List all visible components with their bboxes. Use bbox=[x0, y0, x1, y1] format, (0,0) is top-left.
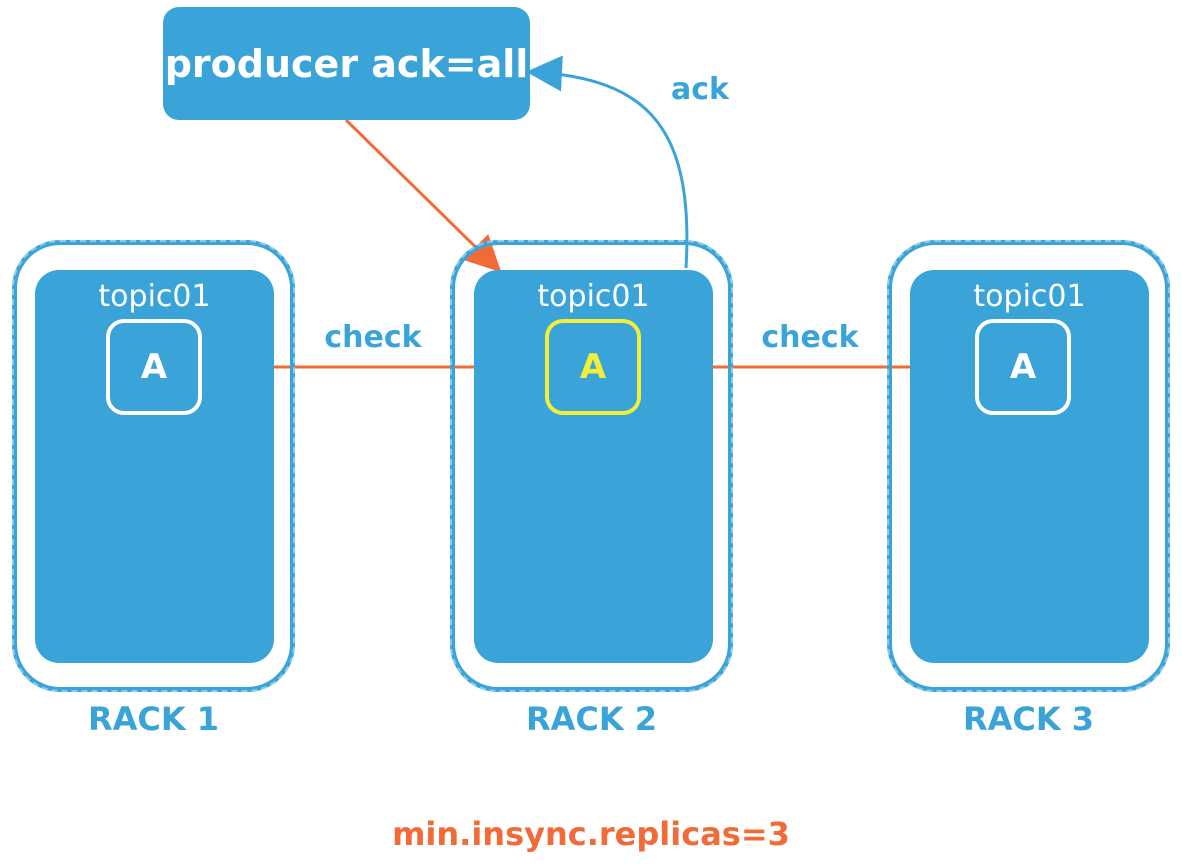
producer-label: producer ack=all bbox=[164, 41, 529, 86]
rack-1-replica: A bbox=[106, 319, 202, 415]
min-insync-replicas-label: min.insync.replicas=3 bbox=[392, 815, 790, 853]
check-label-left: check bbox=[324, 320, 422, 355]
rack-1-panel bbox=[35, 270, 274, 663]
rack-2-topic: topic01 bbox=[537, 279, 650, 314]
rack-3-outline bbox=[887, 240, 1170, 692]
rack-3-topic: topic01 bbox=[973, 279, 1086, 314]
ack-arrow bbox=[526, 55, 689, 269]
rack-3-panel bbox=[910, 270, 1149, 663]
rack-2-label: RACK 2 bbox=[525, 700, 658, 738]
write-arrow bbox=[344, 118, 502, 273]
rack-3-label: RACK 3 bbox=[962, 700, 1095, 738]
rack-1-topic: topic01 bbox=[98, 279, 211, 314]
rack-2-outline bbox=[450, 240, 733, 692]
rack-1-outline bbox=[12, 240, 295, 692]
rack-2-leader-replica: A bbox=[545, 319, 641, 415]
ack-label: ack bbox=[671, 72, 729, 107]
producer-box: producer ack=all bbox=[163, 7, 530, 120]
rack-1-label: RACK 1 bbox=[87, 700, 220, 738]
rack-2-panel bbox=[474, 270, 713, 663]
check-label-right: check bbox=[761, 320, 859, 355]
rack-3-replica: A bbox=[975, 319, 1071, 415]
